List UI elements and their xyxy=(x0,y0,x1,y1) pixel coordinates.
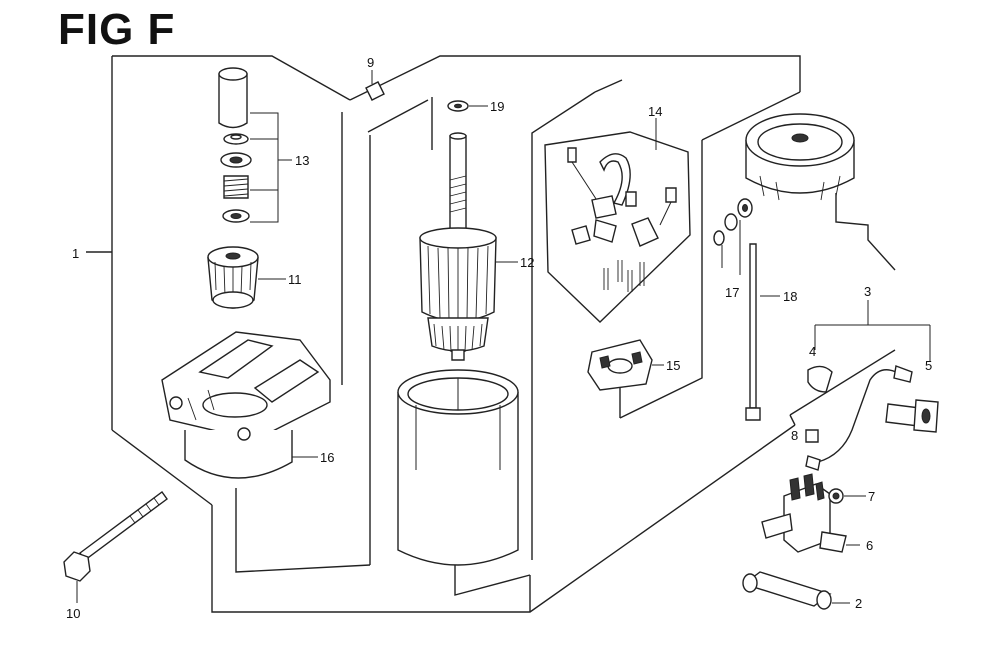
callout-4: 4 xyxy=(809,344,816,359)
callout-9: 9 xyxy=(367,55,374,70)
callout-15: 15 xyxy=(666,358,680,373)
callout-3: 3 xyxy=(864,284,871,299)
part-6-solenoid xyxy=(761,473,866,553)
callout-19: 19 xyxy=(490,99,504,114)
callout-1: 1 xyxy=(72,246,79,261)
part-9-dowel-pin xyxy=(365,70,385,101)
part-12-armature xyxy=(419,132,518,361)
part-13-pinion-stop-set xyxy=(218,67,292,223)
part-14-brush-kit xyxy=(567,118,677,292)
callout-2: 2 xyxy=(855,596,862,611)
callout-16: 16 xyxy=(320,450,334,465)
callout-18: 18 xyxy=(783,289,797,304)
rear-cover xyxy=(745,113,855,201)
brush-kit-outline xyxy=(544,131,691,323)
part-19-washer xyxy=(447,100,488,112)
figure-title: FIG F xyxy=(58,5,176,54)
part-11-pinion-gear xyxy=(207,246,286,309)
callout-13: 13 xyxy=(295,153,309,168)
part-10-through-bolt xyxy=(63,491,168,603)
callout-11: 11 xyxy=(288,272,302,287)
callout-7: 7 xyxy=(868,489,875,504)
callout-14: 14 xyxy=(648,104,662,119)
callout-labels: 1 2 3 4 5 6 7 8 9 10 11 12 13 14 15 16 1… xyxy=(66,55,932,621)
callout-17: 17 xyxy=(725,285,739,300)
part-18-through-bolt xyxy=(745,243,780,421)
callout-5: 5 xyxy=(925,358,932,373)
callout-8: 8 xyxy=(791,428,798,443)
yoke-housing xyxy=(397,369,519,566)
callout-6: 6 xyxy=(866,538,873,553)
part-2-mounting-band xyxy=(742,571,850,610)
assembly-outline xyxy=(86,55,896,613)
part-3-cable-assembly xyxy=(805,300,939,471)
part-17-nut-set xyxy=(713,198,753,275)
callout-10: 10 xyxy=(66,606,80,621)
part-15-brush-holder xyxy=(587,339,664,391)
callout-12: 12 xyxy=(520,255,534,270)
part-16-front-cover xyxy=(161,331,331,479)
